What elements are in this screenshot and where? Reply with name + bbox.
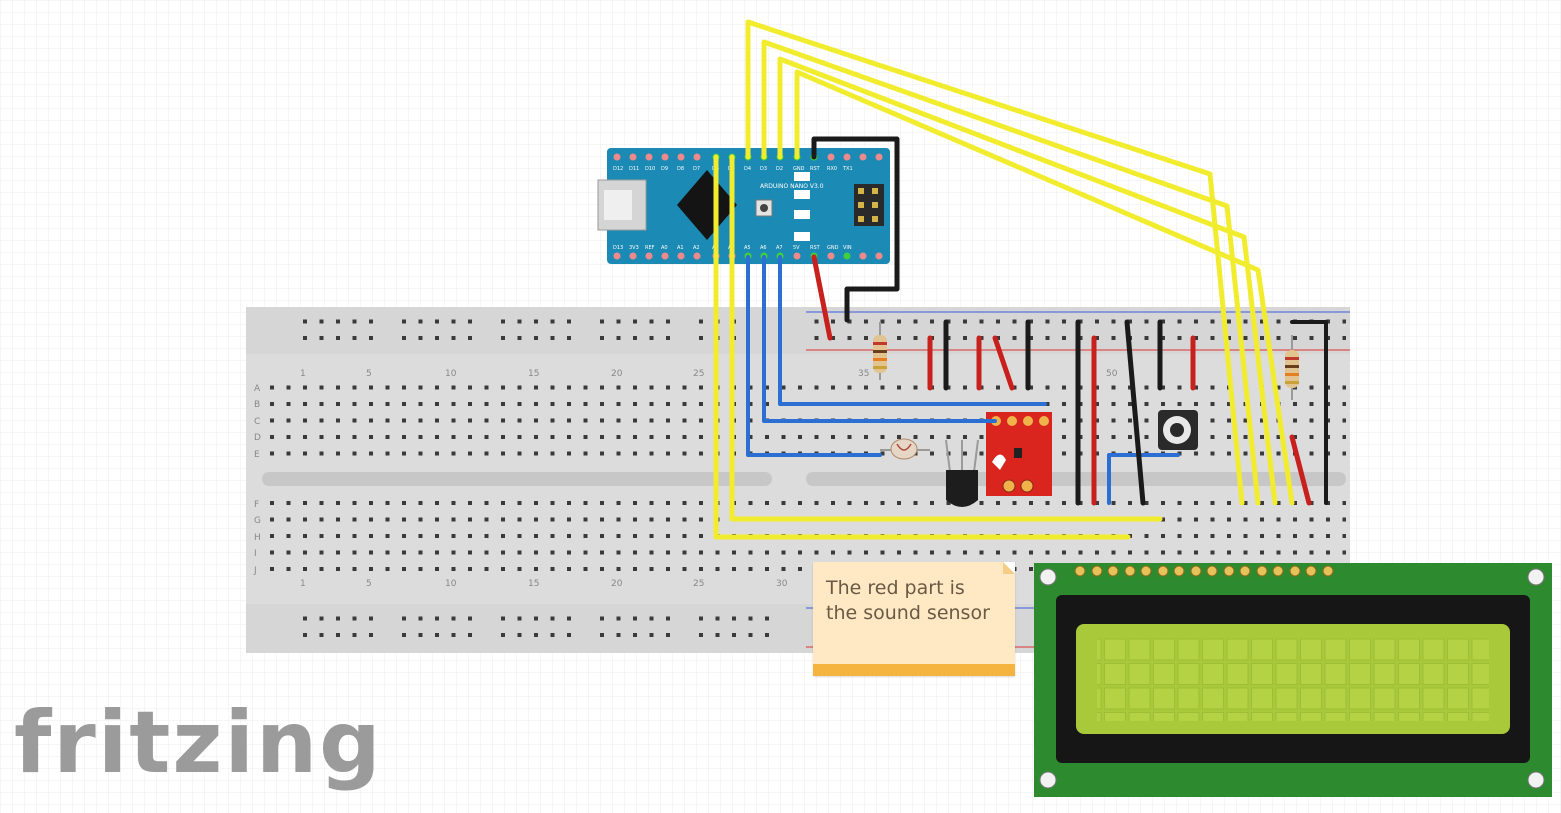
potentiometer[interactable] [1158,410,1198,450]
note-fold [1003,562,1015,574]
pin-label: D2 [776,166,783,172]
pin-label: REF [645,245,655,251]
wires [713,19,1328,540]
column-number: 20 [611,579,623,589]
column-number: 1 [300,579,306,589]
pin-label: A5 [744,245,751,251]
row-label: A [254,384,261,394]
pin-label: A6 [760,245,767,251]
transistor[interactable] [945,439,979,507]
photoresistor[interactable] [880,438,930,460]
column-number: 25 [693,579,704,589]
pin-label: GND [793,166,805,172]
row-label: B [254,400,260,410]
column-number: 10 [445,369,457,379]
resistor[interactable] [1285,335,1299,400]
pin-label: RX0 [827,166,837,172]
column-number: 15 [528,369,539,379]
sound-sensor[interactable] [986,412,1052,496]
wire-yellow[interactable] [761,39,1261,506]
row-label: I [254,549,257,559]
pin-label: RST [810,245,821,251]
row-label: F [254,500,259,510]
wire-red[interactable] [811,254,833,341]
pin-label: A2 [693,245,700,251]
column-number: 5 [366,579,372,589]
pin-label: RST [810,166,821,172]
arduino-board-name: ARDUINO NANO V3.0 [760,183,824,190]
wire-red[interactable] [992,335,1015,391]
pin-label: D9 [661,166,668,172]
column-number: 10 [445,579,457,589]
wire-blue[interactable] [762,255,997,423]
pin-label: D10 [645,166,655,172]
pin-label: 5V [793,245,800,251]
pin-label: A1 [677,245,684,251]
row-label: G [254,516,261,526]
pin-label: A7 [776,245,783,251]
wire-black[interactable] [1124,319,1146,506]
pin-label: D8 [677,166,684,172]
center-channel [262,472,772,486]
fritzing-logo: fritzing [14,693,383,793]
row-label: C [254,417,260,427]
pin-label: TX1 [842,166,853,172]
wire-black[interactable] [811,136,900,323]
column-number: 5 [366,369,372,379]
wire-yellow[interactable] [745,19,1245,506]
row-label: E [254,450,260,460]
pin-label: D13 [613,245,623,251]
wire-yellow[interactable] [729,154,1163,522]
row-label: H [254,533,261,543]
pin-label: D11 [629,166,639,172]
lcd-display[interactable] [1034,563,1552,797]
column-number: 35 [858,369,869,379]
column-number: 1 [300,369,306,379]
wire-yellow[interactable] [713,154,1131,540]
pin-label: GND [827,245,839,251]
wire-yellow[interactable] [794,69,1295,506]
annotation-note[interactable]: The red part is the sound sensor [813,562,1015,676]
wire-blue[interactable] [1107,453,1180,505]
wire-blue[interactable] [746,255,882,457]
resistor[interactable] [873,322,887,380]
row-label: D [254,433,261,443]
wire-black[interactable] [1290,320,1328,505]
arduino-board [607,148,890,264]
column-number: 25 [693,369,704,379]
pin-label: 3V3 [629,245,639,251]
pin-label: D7 [693,166,700,172]
pin-label: D4 [744,166,751,172]
wire-yellow[interactable] [777,56,1278,506]
column-number: 50 [1106,369,1118,379]
pin-label: A0 [661,245,668,251]
wire-blue[interactable] [778,255,1047,406]
note-text: The red part is the sound sensor [826,577,990,624]
lcd-character-grid [1097,637,1489,721]
pin-label: D3 [760,166,767,172]
pin-label: D12 [613,166,623,172]
column-number: 15 [528,579,539,589]
wire-red[interactable] [1289,434,1312,506]
column-number: 20 [611,369,623,379]
microcontroller-chip [677,170,737,240]
pin-label: VIN [843,245,852,251]
note-bar [813,664,1015,676]
column-number: 30 [776,579,788,589]
row-label: J [253,566,257,576]
